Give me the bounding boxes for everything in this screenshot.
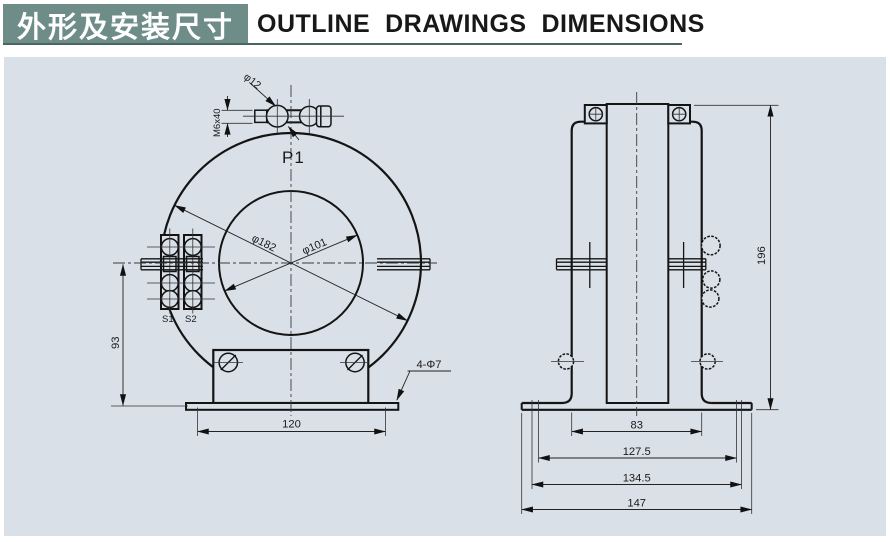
label-span-120: 120 <box>282 419 301 431</box>
label-width-83: 83 <box>630 420 642 432</box>
mounting-base <box>185 348 400 411</box>
label-bolt-spec: M6x40 <box>212 108 223 137</box>
label-bolt-dia: φ12 <box>241 71 263 92</box>
label-height-93: 93 <box>110 337 122 349</box>
base-plate <box>185 402 400 411</box>
label-height-196: 196 <box>756 246 768 265</box>
secondary-terminal-block <box>147 228 215 314</box>
label-width-134-5: 134.5 <box>623 473 651 485</box>
center-column <box>605 103 670 404</box>
label-s1: S1 <box>162 314 174 325</box>
page-title-english: OUTLINE DRAWINGS DIMENSIONS <box>257 10 705 38</box>
primary-terminal-assembly <box>243 99 344 134</box>
front-dimensions <box>111 83 451 436</box>
label-inner-dia: φ101 <box>301 236 329 257</box>
title-underline <box>3 42 682 45</box>
knurled-screws <box>551 235 723 370</box>
label-outer-dia: φ182 <box>250 232 278 254</box>
side-view: 196 83 127.5 134.5 147 <box>520 92 779 514</box>
front-view: φ12 M6x40 P1 φ182 φ101 S1 S2 93 120 4-Φ7 <box>110 71 451 436</box>
label-mounting-holes: 4-Φ7 <box>416 359 441 371</box>
drawing-panel <box>4 57 886 536</box>
label-width-127-5: 127.5 <box>623 446 651 458</box>
label-primary-terminal: P1 <box>282 148 305 167</box>
page-title-chinese: 外形及安装尺寸 <box>16 11 234 44</box>
label-s2: S2 <box>185 314 197 325</box>
side-split-lines <box>555 242 707 288</box>
label-width-147: 147 <box>627 498 646 510</box>
side-dimensions <box>521 104 779 514</box>
title-bar: 外形及安装尺寸 <box>3 4 248 45</box>
